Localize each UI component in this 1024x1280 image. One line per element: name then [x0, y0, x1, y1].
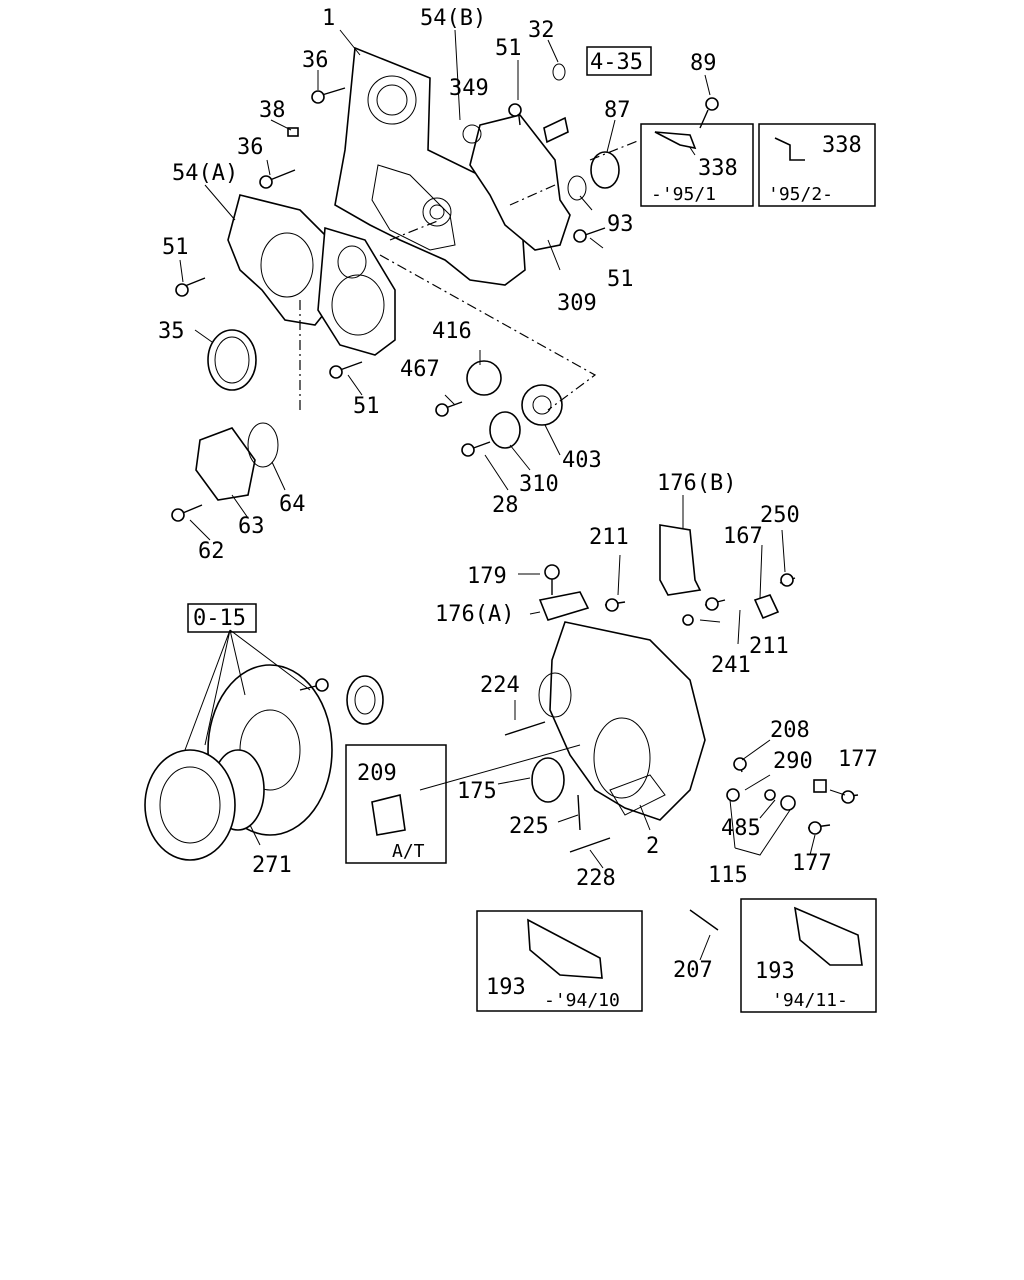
retaining-ring: [552, 63, 566, 81]
label-28: 28: [492, 493, 519, 518]
ring-gear: [346, 675, 384, 725]
label-209: 209: [357, 761, 397, 786]
flywheel-housing: [549, 621, 706, 821]
label-51: 51: [495, 36, 522, 61]
label-338: 338: [822, 133, 862, 158]
front-cover: [469, 114, 571, 251]
label-290: 290: [773, 749, 813, 774]
label-338: 338: [698, 156, 738, 181]
label-485: 485: [721, 816, 761, 841]
timing-gear-case-assembly: [171, 29, 876, 541]
label-211: 211: [749, 634, 789, 659]
label-54b: 54(B): [420, 6, 486, 31]
label-2: 2: [646, 834, 659, 859]
oil-seal: [207, 329, 257, 391]
plate-167: [753, 594, 780, 620]
label-a-t: A/T: [392, 841, 425, 862]
snap-ring: [567, 175, 587, 201]
label-93: 93: [607, 212, 634, 237]
bolts-lower: [504, 564, 859, 931]
label-416: 416: [432, 319, 472, 344]
gear-403: [521, 384, 563, 426]
label-207: 207: [673, 958, 713, 983]
label-87: 87: [604, 98, 631, 123]
label-63: 63: [238, 514, 265, 539]
inset-box-95-1: [640, 123, 754, 207]
label-310: 310: [519, 472, 559, 497]
plate-416: [466, 360, 502, 396]
bolts-upper: [171, 87, 719, 522]
crank-pulley: [144, 749, 236, 861]
inset-box-94-11: [740, 898, 877, 1013]
o-ring: [247, 422, 279, 468]
callout-labels: 1 54(B) 32 51 4-35 89 36 349 87 38 36 33…: [158, 6, 878, 1011]
label-179: 179: [467, 564, 507, 589]
label-271: 271: [252, 853, 292, 878]
label-0-15: 0-15: [193, 606, 246, 631]
label-36: 36: [302, 48, 329, 73]
rear-plate: [334, 46, 526, 286]
label-176a: 176(A): [435, 602, 514, 627]
label-115: 115: [708, 863, 748, 888]
label-176b: 176(B): [657, 471, 736, 496]
bracket-176a: [538, 591, 590, 621]
label-51: 51: [162, 235, 189, 260]
label-224: 224: [480, 673, 520, 698]
label-193: 193: [486, 975, 526, 1000]
bearing-housing: [590, 151, 620, 189]
inset-box-95-2: [758, 123, 876, 207]
label-95-2: '95/2-: [768, 184, 833, 205]
label-51: 51: [353, 394, 380, 419]
label-177: 177: [838, 747, 878, 772]
label-94-10: -'94/10: [544, 990, 620, 1011]
ref-box-0-15: [187, 603, 257, 633]
label-193: 193: [755, 959, 795, 984]
label-167: 167: [723, 524, 763, 549]
label-211: 211: [589, 525, 629, 550]
label-32: 32: [528, 18, 555, 43]
inset-box-at: [345, 744, 447, 864]
label-241: 241: [711, 653, 751, 678]
label-36: 36: [237, 135, 264, 160]
flywheel-housing-assembly: [144, 495, 877, 1013]
label-1: 1: [322, 6, 335, 31]
reference-arrow: [543, 116, 569, 144]
label-4-35: 4-35: [590, 50, 643, 75]
label-54a: 54(A): [172, 161, 238, 186]
access-cover: [195, 427, 256, 501]
label-349: 349: [449, 76, 489, 101]
inset-box-94-10: [476, 910, 643, 1012]
label-175: 175: [457, 779, 497, 804]
label-208: 208: [770, 718, 810, 743]
label-309: 309: [557, 291, 597, 316]
label-467: 467: [400, 357, 440, 382]
bearing-310: [489, 411, 521, 449]
label-403: 403: [562, 448, 602, 473]
label-38: 38: [259, 98, 286, 123]
label-94-11: '94/11-: [772, 990, 848, 1011]
label-51: 51: [607, 267, 634, 292]
label-89: 89: [690, 51, 717, 76]
label-35: 35: [158, 319, 185, 344]
label-177: 177: [792, 851, 832, 876]
label-250: 250: [760, 503, 800, 528]
label-62: 62: [198, 539, 225, 564]
ref-box-4-35: [586, 46, 652, 76]
seal-ring-175: [531, 757, 565, 803]
label-225: 225: [509, 814, 549, 839]
bracket-176b: [659, 524, 702, 596]
label-64: 64: [279, 492, 306, 517]
label-228: 228: [576, 866, 616, 891]
label-95-1: -'95/1: [651, 184, 716, 205]
